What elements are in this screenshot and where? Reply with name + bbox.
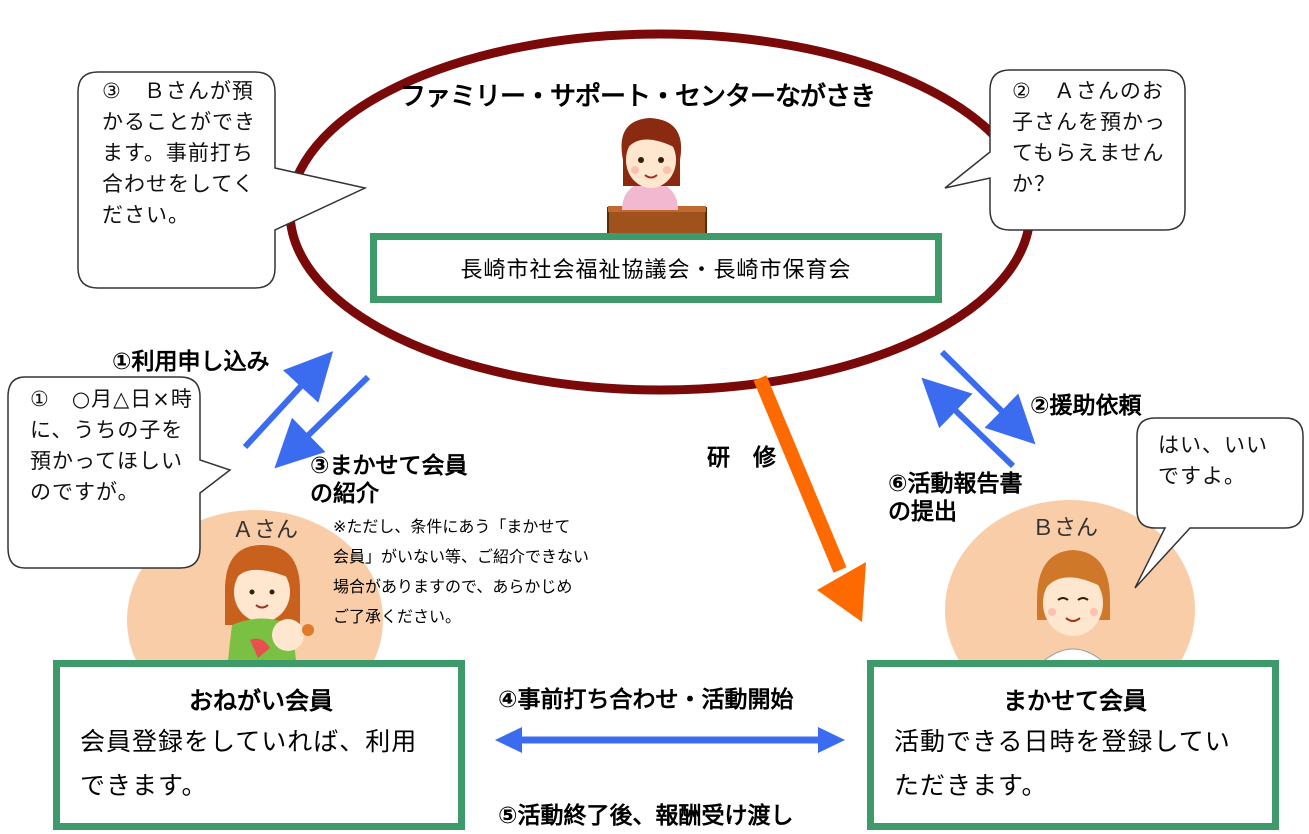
step-reward: ⑤活動終了後、報酬受け渡し — [498, 803, 794, 829]
note-line2: 会員」がいない等、ご紹介できない — [333, 547, 590, 566]
arrow-request — [939, 349, 1036, 445]
makasete-member-desc-line1: 活動できる日時を登録してい — [894, 727, 1231, 756]
center-org-label: 長崎市社会福祉協議会・長崎市保育会 — [460, 258, 852, 283]
step-activity-start: ④事前打ち合わせ・活動開始 — [498, 687, 794, 713]
bubble-reply: はい、いいですよ。 — [1158, 433, 1268, 488]
makasete-member-desc-line2: ただきます。 — [894, 771, 1048, 800]
onegai-member-title: おねがい会員 — [189, 687, 333, 715]
bubble-b1: ① ○月△日×時に、うちの子を預かってほしいのですが。 — [30, 387, 193, 504]
makasete-member-title: まかせて会員 — [1003, 687, 1147, 715]
onegai-member-desc-line2: できます。 — [80, 771, 208, 800]
note-line1: ※ただし、条件にあう「まかせて — [333, 517, 571, 536]
bubble-reply-shape — [1134, 417, 1304, 589]
center-org-box: 長崎市社会福祉協議会・長崎市保育会 — [370, 233, 942, 303]
onegai-member-desc: 会員登録をしていれば、利用 できます。 — [80, 720, 442, 808]
onegai-member-box: おねがい会員 会員登録をしていれば、利用 できます。 — [53, 660, 465, 830]
bubble-b1-shape — [7, 376, 232, 569]
step-request: ②援助依頼 — [1030, 393, 1142, 419]
person-a-label: Ａさん — [232, 518, 299, 543]
note-line3: 場合がありますので、あらかじめ — [333, 577, 573, 596]
bubble-b2: ② Ａさんのお子さんを預かってもらえませんか？ — [1012, 79, 1166, 196]
b-san-illustration — [1037, 550, 1110, 669]
mother-child-illustration — [225, 545, 314, 660]
person-b-label: Ｂさん — [1032, 516, 1099, 541]
arrow-report — [921, 377, 1016, 469]
arrow-application — [242, 351, 334, 450]
bubble-b2-shape — [944, 69, 1186, 231]
step-report: ⑥活動報告書 の提出 — [888, 470, 1022, 526]
makasete-member-desc: 活動できる日時を登録してい ただきます。 — [894, 720, 1256, 808]
step-introduction: ③まかせて会員 の紹介 — [310, 452, 467, 508]
note: ※ただし、条件にあう「まかせて 会員」がいない等、ご紹介できない 場合があります… — [333, 512, 589, 632]
bubble-b3: ③ Ｂさんが預かることができます。事前打ち合わせをしてください。 — [102, 79, 256, 227]
note-line4: ご了承ください。 — [333, 607, 462, 626]
step-training: 研 修 — [707, 445, 776, 471]
step-report-line1: ⑥活動報告書 — [888, 471, 1023, 497]
arrow-activity — [495, 727, 845, 753]
arrow-introduction — [274, 374, 371, 469]
center-title: ファミリー・サポート・センターながさき — [400, 82, 876, 112]
step-report-line2: の提出 — [888, 499, 957, 525]
step-introduction-line2: の紹介 — [310, 481, 379, 507]
onegai-member-desc-line1: 会員登録をしていれば、利用 — [80, 727, 418, 756]
training-arrow — [753, 375, 866, 622]
step-application: ①利用申し込み — [112, 349, 270, 375]
step-introduction-line1: ③まかせて会員 — [310, 453, 468, 479]
makasete-member-box: まかせて会員 活動できる日時を登録してい ただきます。 — [867, 660, 1279, 830]
bubble-b3-shape — [77, 71, 368, 289]
